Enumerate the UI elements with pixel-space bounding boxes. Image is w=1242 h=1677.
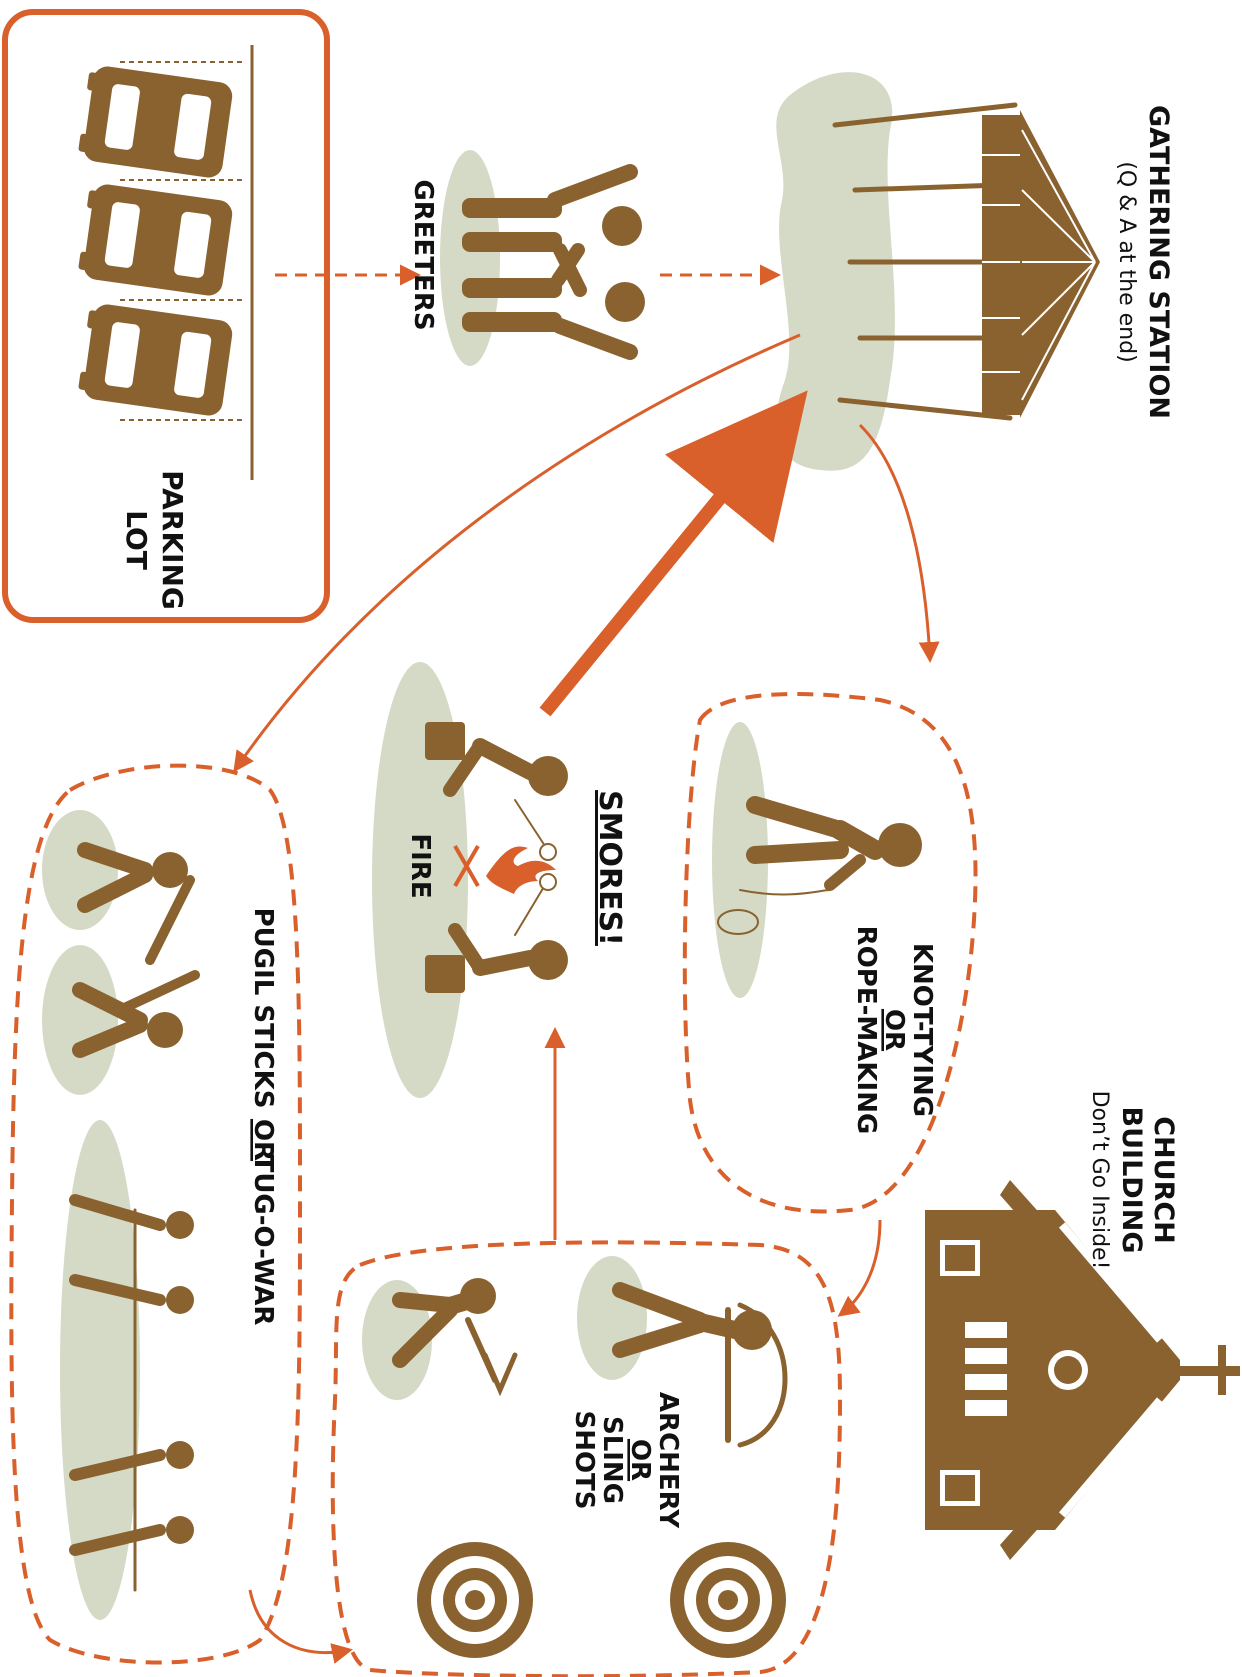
archer-icon (612, 1282, 788, 1448)
knot-label-line2: OR (879, 1009, 909, 1051)
target-icon (417, 1542, 533, 1658)
target-icon (670, 1542, 786, 1658)
greeters-pad (440, 150, 500, 366)
archery-boundary (330, 1240, 843, 1677)
arrow-gathering-to-pugil (233, 333, 801, 773)
archery-label-line3: SLING (597, 1416, 627, 1504)
parking-lot-label: PARKING LOT (120, 470, 189, 610)
pugil-label-part1: PUGIL STICKS (248, 908, 278, 1109)
pugil-label-part3: TUG-O-WAR (248, 1155, 278, 1326)
pugil-area: PUGIL STICKS OR TUG-O-WAR (9, 763, 302, 1665)
arrow-gathering-to-knot (858, 423, 940, 663)
arrow-fire-to-gathering (539, 390, 808, 717)
pugil-fighter-icon (77, 842, 195, 965)
tug-o-war-pad (60, 1120, 140, 1620)
greeters-area: GREETERS (408, 150, 645, 366)
greeters-label: GREETERS (408, 179, 438, 330)
pugil-pad (42, 945, 118, 1095)
knot-label-line1: KNOT-TYING (907, 943, 937, 1117)
church-label: CHURCH BUILDING Don’t Go Inside! (1087, 1091, 1179, 1270)
car-icon (77, 64, 234, 180)
church-icon (925, 1180, 1240, 1560)
church-title-line2: BUILDING (1116, 1107, 1147, 1254)
knot-tying-label: KNOT-TYING OR ROPE-MAKING (851, 926, 937, 1135)
pugil-label: PUGIL STICKS OR TUG-O-WAR (248, 908, 278, 1326)
gathering-label: GATHERING STATION (Q & A at the end) (1114, 105, 1174, 419)
archery-area: ARCHERY OR SLING SHOTS (330, 1240, 843, 1677)
gathering-title: GATHERING STATION (1143, 105, 1174, 419)
car-icon (77, 182, 234, 298)
car-icon (77, 302, 234, 418)
pugil-boundary (9, 763, 302, 1665)
pavilion-tent-icon (832, 102, 1100, 421)
arrow-knot-to-archery (837, 1219, 882, 1317)
knot-tying-area: KNOT-TYING OR ROPE-MAKING (682, 692, 978, 1214)
gathering-subtitle: (Q & A at the end) (1114, 161, 1139, 362)
knot-label-line3: ROPE-MAKING (851, 926, 881, 1135)
church-building: CHURCH BUILDING Don’t Go Inside! (925, 1091, 1240, 1560)
campfire-icon (453, 845, 556, 894)
pugil-label-part2: OR (248, 1119, 278, 1161)
gathering-station-area: GATHERING STATION (Q & A at the end) (776, 72, 1174, 471)
parking-lot-border (2, 9, 330, 623)
knot-tying-boundary (682, 692, 978, 1214)
slingshot-person-icon (392, 1278, 518, 1397)
church-title-line1: CHURCH (1148, 1116, 1179, 1244)
slingshot-pad (362, 1280, 432, 1400)
seated-person-icon (425, 873, 568, 993)
church-subtitle: Don’t Go Inside! (1087, 1091, 1112, 1270)
tug-o-war-icon (69, 1194, 194, 1592)
smores-label: SMORES! (592, 790, 627, 946)
pugil-fighter-icon (72, 970, 200, 1058)
archery-label-line2: OR (625, 1439, 655, 1481)
archery-label-line4: SHOTS (569, 1410, 599, 1509)
archery-label: ARCHERY OR SLING SHOTS (569, 1392, 683, 1529)
fire-label: FIRE (405, 833, 435, 898)
parking-label-line1: PARKING (156, 470, 189, 610)
smores-fire-area: FIRE SMORES! (372, 662, 627, 1098)
arrow-pugil-to-archery (248, 1589, 353, 1664)
parking-lot-area: PARKING LOT (2, 9, 330, 623)
parking-stripes (120, 61, 245, 421)
greeter-icon (462, 164, 645, 360)
knot-tying-person-icon (717, 796, 922, 935)
archery-pad (577, 1256, 647, 1380)
parking-label-line2: LOT (120, 510, 153, 570)
gathering-pad (776, 72, 895, 471)
seated-person-icon (425, 722, 568, 861)
archery-label-line1: ARCHERY (653, 1392, 683, 1529)
pugil-pad (42, 810, 118, 930)
